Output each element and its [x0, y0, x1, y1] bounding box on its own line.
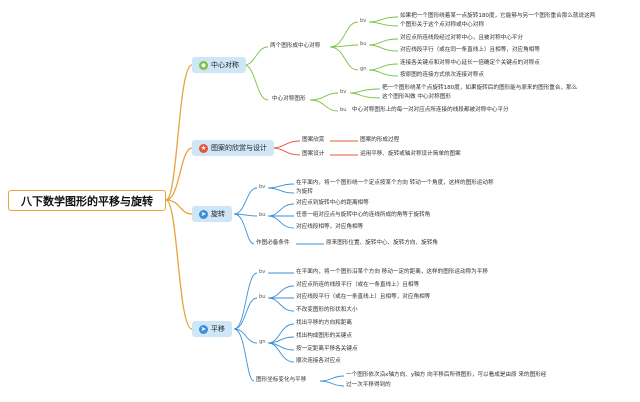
leaf-text: 找出构成图形的关键点 [296, 333, 352, 339]
leaf-text: 如果把一个图形绕着某一点旋转180度，它能够与另一个图形重合那么就说这两 [400, 13, 596, 19]
tag-label: bv [259, 184, 266, 190]
branch-label[interactable]: 图案欣赏 [302, 137, 325, 143]
topic-label: 图案的欣赏与设计 [211, 144, 267, 152]
diamond-icon: ◆ [199, 60, 208, 70]
leaf-text: 顺次连接各对应点 [296, 358, 341, 364]
leaf-text: 原来图形位置、旋转中心、旋转方向、旋转角 [326, 240, 438, 246]
root-node[interactable]: 八下数学图形的平移与旋转 [8, 190, 166, 211]
topic-label: 平移 [211, 325, 225, 333]
tag-label: bv [340, 89, 347, 95]
branch-label[interactable]: 图形坐标变化与平移 [256, 377, 307, 383]
root-link-design [165, 147, 193, 201]
leaf-text: 这个图形叫做 中心对称图形 [382, 94, 451, 100]
leaf-text: 个图形关于这个点对称或中心对称 [400, 22, 484, 28]
tag-label: bu [340, 107, 347, 113]
tag-label: gn [259, 339, 266, 345]
topic-pattern-design[interactable]: ★ 图案的欣赏与设计 [192, 140, 274, 156]
topic-translation[interactable]: ➤ 平移 [192, 321, 232, 337]
topic-center-symmetry[interactable]: ◆ 中心对称 [192, 57, 246, 73]
leaf-text: 对应点到旋转中心的距离相等 [296, 200, 369, 206]
tag-label: gn [360, 66, 367, 72]
tag-label: bv [360, 18, 367, 24]
leaf-text: 过一次平移得到的 [346, 382, 391, 388]
leaf-text: 找出平移的方向和距离 [296, 320, 352, 326]
topic-label: 旋转 [211, 210, 225, 218]
tag-label: bu [360, 41, 367, 47]
leaf-text: 对应点所连线段经过对称中心，且被对称中心平分 [400, 35, 524, 41]
root-link-translation [165, 199, 193, 330]
branch-label[interactable]: 图案设计 [302, 151, 325, 157]
leaf-text: 图案的形成过程 [360, 137, 400, 143]
leaf-text: 对应线段平行（或在一条直线上）且相等，对应角相等 [296, 294, 431, 300]
leaf-text: 对应线段平行（或在同一条直线上）且相等，对应角相等 [400, 47, 540, 53]
leaf-text: 不改变图形的形状和大小 [296, 307, 358, 313]
branch-label[interactable]: 中心对称图形 [272, 96, 306, 102]
leaf-text: 在平面内，将一个图形绕一个定点按某个方向 转动一个角度，这样的图形运动称 [296, 180, 494, 186]
tag-label: bu [259, 212, 266, 218]
leaf-text: 连接各关键点和对称中心延长一倍确定个关键点的对称点 [400, 60, 540, 66]
leaf-text: 任意一组对应点与旋转中心的连线所成的角等于旋转角 [296, 212, 431, 218]
leaf-text: 按原图的连接方式依次连接对称点 [400, 72, 484, 78]
leaf-text: 在平面内，将一个图形沿某个方向 移动一定的距离，这样的图形运动称为平移 [296, 269, 488, 275]
branch-label[interactable]: 作图必备条件 [256, 240, 290, 246]
leaf-text: 中心对称图形上的每一对对应点所连接的线段都被对称中心平分 [352, 107, 509, 113]
leaf-text: 对应线段相等，对应角相等 [296, 224, 364, 230]
leaf-text: 一个图形依次沿x轴方向、y轴方 向平移后所得图形，可以看成是由原 来的图形经 [346, 372, 547, 378]
root-link-rotation [165, 199, 193, 215]
topic-rotation[interactable]: ➤ 旋转 [192, 206, 232, 222]
leaf-text: 把一个图形绕某个点旋转180度，如果旋转后的图形能与原来的图形重合，那么 [382, 85, 578, 91]
branch-label[interactable]: 两个图形成中心对称 [270, 43, 321, 49]
paper-plane-icon: ➤ [199, 324, 208, 334]
leaf-text: 按一定距离平移各关键点 [296, 346, 358, 352]
paper-plane-icon: ➤ [199, 209, 208, 219]
tag-label: bv [259, 269, 266, 275]
star-icon: ★ [199, 143, 208, 153]
tag-label: bu [259, 294, 266, 300]
leaf-text: 为旋转 [296, 189, 313, 195]
root-link-center [165, 64, 193, 201]
topic-label: 中心对称 [211, 61, 239, 69]
leaf-text: 对应点所连的线段平行（或在一条直线上）且相等 [296, 282, 420, 288]
leaf-text: 运用平移、旋转或轴对称设计简单的图案 [360, 151, 461, 157]
